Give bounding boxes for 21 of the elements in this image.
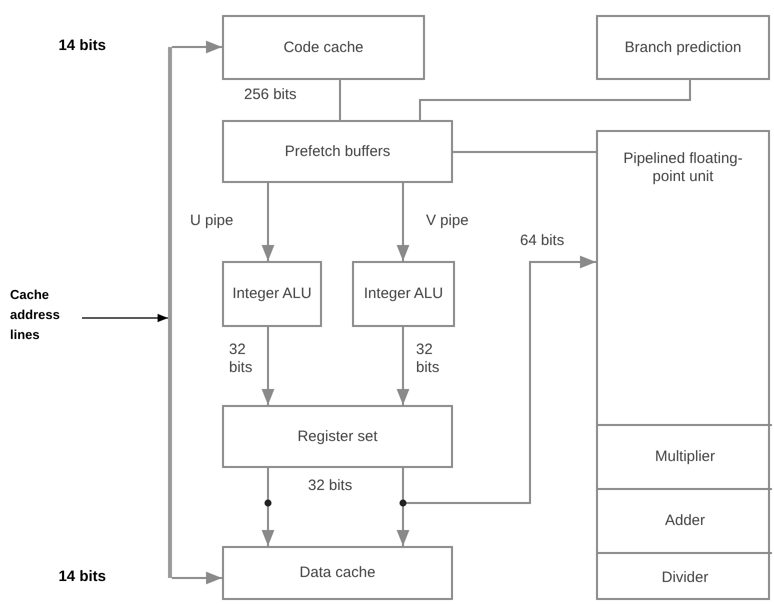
connector-arrow xyxy=(262,327,274,405)
connector-arrow xyxy=(262,468,274,546)
annotation-text: Cache address lines xyxy=(10,284,82,346)
block-box: Register set xyxy=(222,405,453,468)
block-box: Code cache xyxy=(222,15,425,80)
block-box: Integer ALU xyxy=(222,261,322,327)
block-title: Pipelined floating-point unit xyxy=(622,150,744,186)
block-box: Data cache xyxy=(222,546,453,600)
block-box: Branch prediction xyxy=(596,15,770,80)
connector-arrow xyxy=(82,314,168,322)
connector-arrow xyxy=(396,327,410,405)
connector-arrow xyxy=(262,183,274,261)
connector-arrow xyxy=(172,40,222,54)
unit-section: Multiplier xyxy=(598,424,772,488)
unit-section: Adder xyxy=(598,488,772,552)
block-box xyxy=(596,130,770,600)
unit-section: Divider xyxy=(598,552,772,602)
block-box: Integer ALU xyxy=(352,261,455,327)
connector-arrow xyxy=(396,183,410,261)
connector-arrow xyxy=(172,572,222,584)
block-box: Prefetch buffers xyxy=(222,120,453,183)
